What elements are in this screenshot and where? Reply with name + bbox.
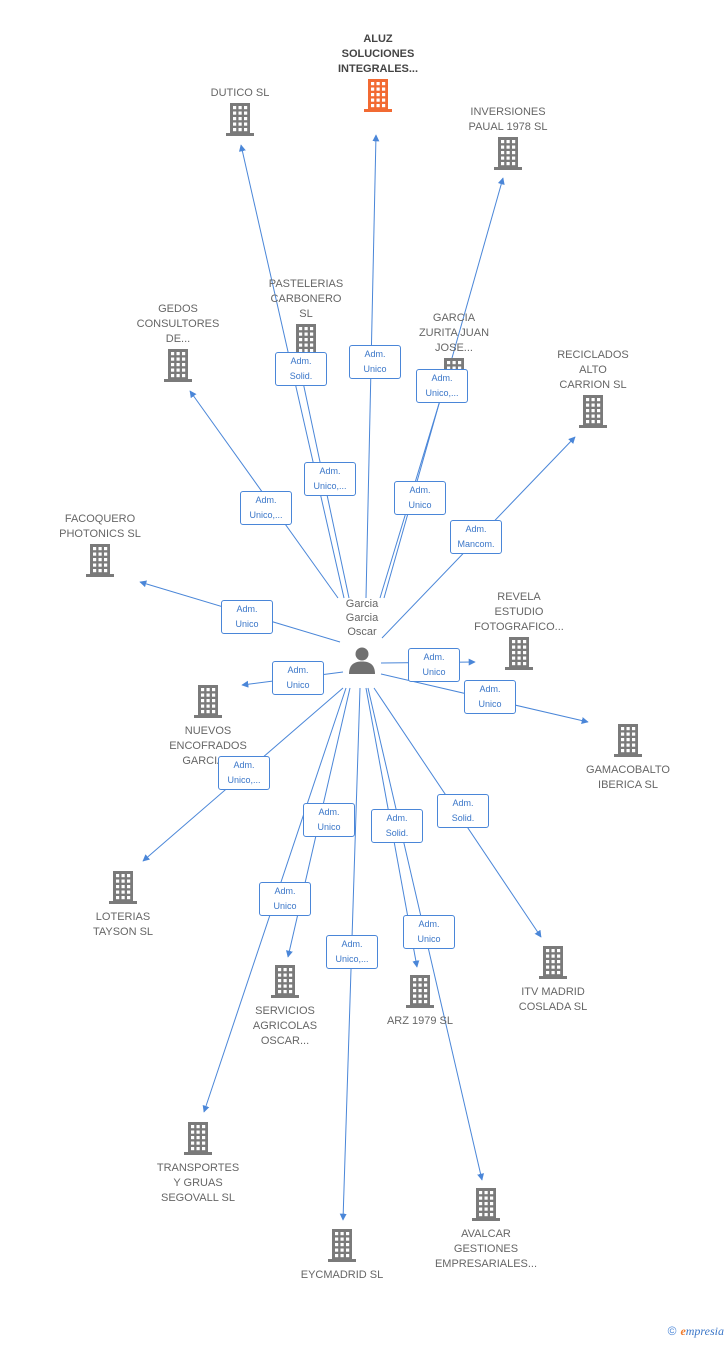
company-node-gamacobalto[interactable]: GAMACOBALTO IBERICA SL — [553, 722, 703, 793]
building-icon — [107, 869, 139, 905]
relation-label-eycmadrid[interactable]: Adm. Unico,... — [326, 935, 378, 969]
company-node-aluz[interactable]: ALUZ SOLUCIONES INTEGRALES... — [303, 32, 453, 118]
building-icon-shape — [614, 724, 642, 757]
building-icon-shape — [328, 1229, 356, 1262]
relation-label-arz[interactable]: Adm. Solid. — [371, 809, 423, 843]
building-icon-shape — [86, 544, 114, 577]
relation-label-loterias[interactable]: Adm. Unico,... — [218, 756, 270, 790]
company-label: INVERSIONES PAUAL 1978 SL — [468, 106, 548, 133]
building-icon — [537, 944, 569, 980]
building-icon — [404, 973, 436, 1009]
company-node-revela[interactable]: REVELA ESTUDIO FOTOGRAFICO... — [444, 590, 594, 676]
building-icon — [612, 722, 644, 758]
building-icon-shape — [472, 1188, 500, 1221]
relation-label-aluz[interactable]: Adm. Unico — [349, 345, 401, 379]
building-icon-shape — [494, 137, 522, 170]
center-person[interactable]: Garcia Garcia Oscar — [307, 597, 417, 675]
company-node-facoquero[interactable]: FACOQUERO PHOTONICS SL — [25, 512, 175, 583]
company-label: AVALCAR GESTIONES EMPRESARIALES... — [434, 1228, 538, 1270]
building-icon-shape — [226, 103, 254, 136]
brand-logo-initial: e — [680, 1324, 686, 1338]
company-label: ITV MADRID COSLADA SL — [518, 986, 588, 1013]
company-node-gedos[interactable]: GEDOS CONSULTORES DE... — [103, 302, 253, 388]
building-icon — [470, 1186, 502, 1222]
center-person-name: Garcia Garcia Oscar — [345, 598, 379, 638]
company-label: TRANSPORTES Y GRUAS SEGOVALL SL — [156, 1162, 240, 1204]
relation-label-garcia-zurita[interactable]: Adm. Unico,... — [416, 369, 468, 403]
relation-label-revela[interactable]: Adm. Unico — [408, 648, 460, 682]
relation-label-pastelerias[interactable]: Adm. Solid. — [275, 352, 327, 386]
building-icon — [362, 77, 394, 113]
building-icon — [182, 1120, 214, 1156]
copyright-mark: © — [667, 1324, 677, 1338]
company-label: GARCIA ZURITA JUAN JOSE... — [418, 312, 490, 354]
relation-label-reciclados[interactable]: Adm. Mancom. — [450, 520, 502, 554]
relation-label-itv[interactable]: Adm. Solid. — [437, 794, 489, 828]
company-node-transportes[interactable]: TRANSPORTES Y GRUAS SEGOVALL SL — [123, 1120, 273, 1206]
relation-label-inversiones[interactable]: Adm. Unico — [394, 481, 446, 515]
company-node-arz[interactable]: ARZ 1979 SL — [345, 973, 495, 1029]
building-icon — [84, 542, 116, 578]
company-label: DUTICO SL — [210, 87, 270, 99]
company-label: REVELA ESTUDIO FOTOGRAFICO... — [474, 591, 564, 633]
company-node-inversiones[interactable]: INVERSIONES PAUAL 1978 SL — [433, 105, 583, 176]
building-icon-shape — [505, 637, 533, 670]
company-label: RECICLADOS ALTO CARRION SL — [557, 349, 629, 391]
relation-label-gedos[interactable]: Adm. Unico,... — [240, 491, 292, 525]
relation-label-nuevos[interactable]: Adm. Unico — [272, 661, 324, 695]
company-node-avalcar[interactable]: AVALCAR GESTIONES EMPRESARIALES... — [411, 1186, 561, 1272]
company-node-pastelerias[interactable]: PASTELERIAS CARBONERO SL — [231, 277, 381, 363]
company-node-loterias[interactable]: LOTERIAS TAYSON SL — [48, 869, 198, 940]
building-icon-shape — [164, 349, 192, 382]
company-node-servicios[interactable]: SERVICIOS AGRICOLAS OSCAR... — [210, 963, 360, 1049]
company-label: GAMACOBALTO IBERICA SL — [586, 764, 670, 791]
building-icon — [492, 135, 524, 171]
building-icon — [503, 635, 535, 671]
company-label: LOTERIAS TAYSON SL — [92, 911, 154, 938]
building-icon-shape — [194, 685, 222, 718]
building-icon-shape — [271, 965, 299, 998]
building-icon-shape — [184, 1122, 212, 1155]
relation-label-servicios[interactable]: Adm. Unico — [303, 803, 355, 837]
relation-label-gamacobalto[interactable]: Adm. Unico — [464, 680, 516, 714]
company-node-dutico[interactable]: DUTICO SL — [165, 86, 315, 142]
company-label: ALUZ SOLUCIONES INTEGRALES... — [337, 33, 419, 75]
relation-label-avalcar[interactable]: Adm. Unico — [403, 915, 455, 949]
relation-label-transportes[interactable]: Adm. Unico — [259, 882, 311, 916]
company-label: EYCMADRID SL — [300, 1269, 384, 1281]
building-icon — [326, 1227, 358, 1263]
building-icon — [162, 347, 194, 383]
building-icon — [192, 683, 224, 719]
company-label: ARZ 1979 SL — [386, 1015, 454, 1027]
company-label: PASTELERIAS CARBONERO SL — [268, 278, 344, 320]
company-label: FACOQUERO PHOTONICS SL — [59, 513, 141, 540]
person-icon — [349, 647, 375, 674]
relation-label-facoquero[interactable]: Adm. Unico — [221, 600, 273, 634]
relation-label-dutico[interactable]: Adm. Unico,... — [304, 462, 356, 496]
brand-footer: ©empresia — [668, 1324, 724, 1339]
company-node-eycmadrid[interactable]: EYCMADRID SL — [267, 1227, 417, 1283]
building-icon-shape — [109, 871, 137, 904]
building-icon-shape — [579, 395, 607, 428]
company-label: GEDOS CONSULTORES DE... — [136, 303, 220, 345]
company-node-itv[interactable]: ITV MADRID COSLADA SL — [478, 944, 628, 1015]
building-icon-shape — [539, 946, 567, 979]
building-icon — [577, 393, 609, 429]
building-icon — [224, 101, 256, 137]
company-label: SERVICIOS AGRICOLAS OSCAR... — [252, 1005, 318, 1047]
brand-logo-text: mpresia — [685, 1324, 724, 1338]
building-icon-shape — [406, 975, 434, 1008]
building-icon-shape — [364, 79, 392, 112]
building-icon — [269, 963, 301, 999]
company-node-reciclados[interactable]: RECICLADOS ALTO CARRION SL — [518, 348, 668, 434]
